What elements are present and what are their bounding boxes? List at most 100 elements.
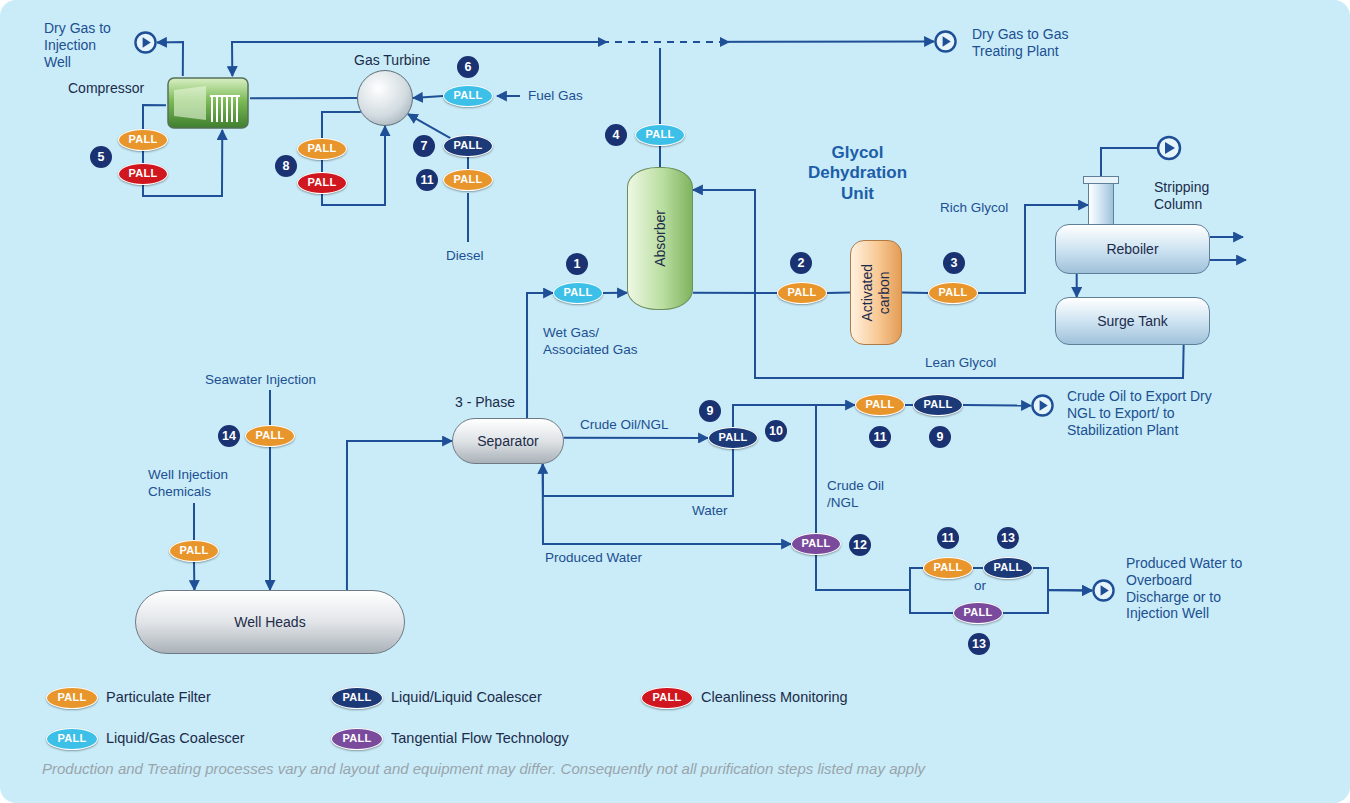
node-heading: Compressor	[68, 80, 160, 97]
callout-number: 7	[413, 135, 435, 157]
node-label: Absorber	[652, 173, 669, 303]
filter-brand: PALL	[128, 133, 157, 146]
filter-brand: PALL	[453, 139, 482, 152]
callout-number: 3	[943, 252, 965, 274]
stream-label: Rich Glycol	[940, 200, 1020, 217]
callout-number: 14	[218, 425, 240, 447]
filter-brand: PALL	[718, 431, 747, 444]
filter-brand: PALL	[865, 398, 894, 411]
column-cap	[1083, 176, 1119, 184]
filter-oval: PALL	[118, 129, 168, 151]
node-label: Reboiler	[1106, 241, 1158, 258]
flow-line	[543, 449, 733, 496]
flow-line	[816, 405, 855, 533]
flow-line	[905, 404, 913, 406]
seawater-line	[269, 390, 271, 425]
node-label: Surge Tank	[1097, 313, 1168, 330]
flow-line	[1003, 590, 1092, 613]
reboiler-pipe	[1210, 236, 1243, 238]
legend-text: Liquid/Liquid Coalescer	[391, 689, 542, 705]
terminal: Produced Water to Overboard Discharge or…	[1092, 579, 1115, 602]
legend-text: Liquid/Gas Coalescer	[106, 730, 245, 746]
diesel-line	[467, 193, 469, 242]
node-label: Activated carbon	[859, 253, 893, 333]
node-heading: Stripping Column	[1154, 179, 1234, 213]
terminal-symbol	[134, 31, 157, 54]
filter-oval: PALL	[983, 557, 1033, 579]
absorber-vessel: Absorber	[627, 167, 693, 310]
filter-brand: PALL	[923, 398, 952, 411]
flow-line	[1033, 568, 1092, 591]
filter-oval: PALL	[791, 533, 841, 555]
flow-line	[660, 42, 934, 125]
stream-label: Seawater Injection	[205, 372, 345, 389]
filter-oval: PALL	[245, 425, 295, 447]
stripping-column: Stripping Column	[1088, 183, 1114, 227]
filter-oval: PALL	[708, 427, 758, 449]
filter-oval: PALL	[635, 124, 685, 146]
flow-line	[269, 447, 271, 590]
stream-label: Produced Water	[545, 550, 665, 567]
compressor: Compressor	[166, 76, 250, 130]
filter-oval: PALL	[118, 163, 168, 185]
flow-line	[659, 146, 661, 167]
flow-line	[142, 151, 144, 163]
node-heading: 3 - Phase	[455, 394, 545, 411]
callout-number: 9	[699, 400, 721, 422]
vent-terminal	[1158, 137, 1180, 159]
flow-line	[467, 157, 469, 169]
dash-gap	[602, 36, 728, 48]
filter-oval: PALL	[913, 394, 963, 416]
chemicals-line	[193, 503, 195, 540]
reboiler-vessel: Reboiler	[1055, 224, 1210, 274]
flow-line	[143, 105, 166, 129]
flow-line	[733, 405, 855, 427]
node-heading: Gas Turbine	[354, 52, 449, 69]
caption: Production and Treating processes vary a…	[42, 760, 925, 777]
filter-oval: PALL	[923, 557, 973, 579]
flow-arrow	[598, 37, 730, 47]
terminal: Crude Oil to Export Dry NGL to Export/ t…	[1031, 394, 1054, 417]
legend-swatch: PALL	[46, 728, 98, 750]
flow-line	[564, 437, 708, 439]
legend-swatch: PALL	[331, 687, 383, 709]
vent-line	[1101, 148, 1157, 176]
flow-line	[603, 292, 627, 294]
filter-brand: PALL	[453, 173, 482, 186]
stream-label: Water	[692, 503, 742, 520]
filter-oval: PALL	[953, 602, 1003, 624]
well-heads: Well Heads	[135, 590, 405, 654]
flow-line	[347, 441, 452, 590]
node-heading: Crude Oil to Export Dry NGL to Export/ t…	[1067, 388, 1227, 438]
filter-brand: PALL	[128, 167, 157, 180]
flow-line	[413, 96, 443, 98]
filter-brand: PALL	[57, 732, 86, 745]
filter-brand: PALL	[307, 142, 336, 155]
filter-oval: PALL	[928, 282, 978, 304]
flow-line	[157, 42, 183, 76]
filter-oval: PALL	[553, 282, 603, 304]
callout-number: 11	[869, 426, 891, 448]
stream-label: or	[970, 578, 990, 595]
node-label: Well Heads	[234, 614, 305, 631]
terminal-symbol	[934, 30, 957, 53]
filter-oval: PALL	[169, 540, 219, 562]
flow-line	[543, 464, 791, 544]
optional-line	[602, 41, 728, 43]
node-heading: Dry Gas to Injection Well	[44, 20, 126, 70]
filter-brand: PALL	[652, 691, 681, 704]
filter-brand: PALL	[57, 691, 86, 704]
stream-label: Diesel	[446, 248, 496, 265]
gas-turbine: Gas Turbine	[357, 70, 413, 126]
filter-brand: PALL	[453, 89, 482, 102]
terminal-symbol	[1031, 394, 1054, 417]
callout-number: 12	[849, 534, 871, 556]
stream-label: Fuel Gas	[528, 88, 598, 105]
flow-line	[816, 555, 923, 590]
legend-swatch: PALL	[331, 728, 383, 750]
node-heading: Produced Water to Overboard Discharge or…	[1126, 555, 1251, 622]
callout-number: 10	[765, 420, 787, 442]
separator-vessel: 3 - PhaseSeparator	[452, 418, 564, 464]
flow-line	[963, 404, 1031, 407]
filter-brand: PALL	[993, 561, 1022, 574]
